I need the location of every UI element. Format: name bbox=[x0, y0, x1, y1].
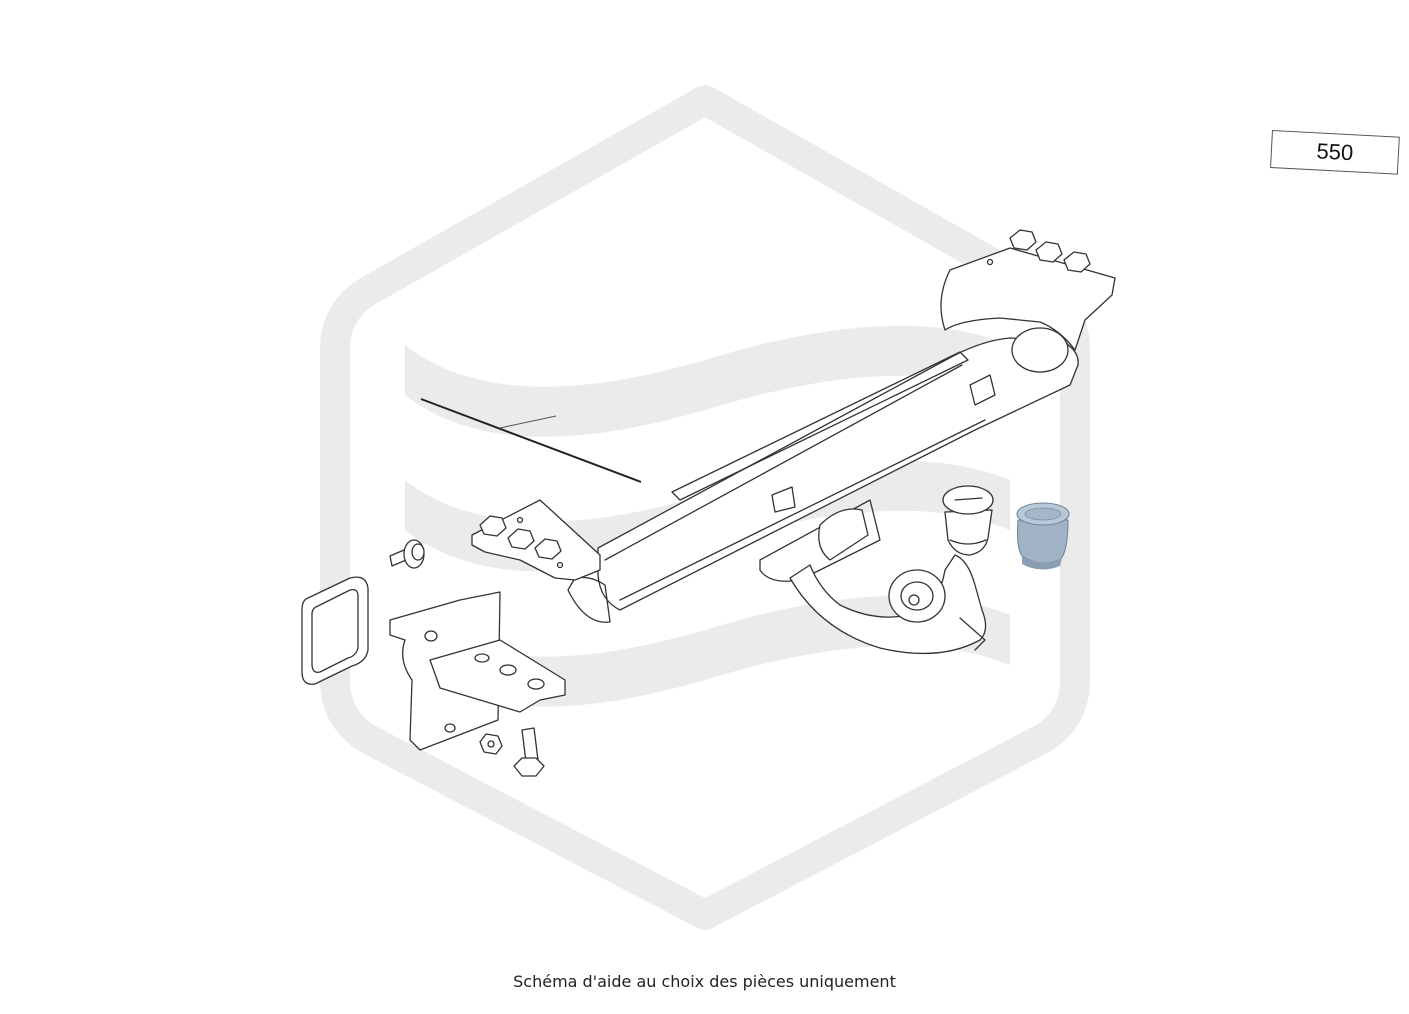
tow-ball-neck[interactable] bbox=[789, 508, 987, 655]
tow-ball[interactable] bbox=[942, 485, 994, 556]
hex-nut[interactable] bbox=[479, 733, 503, 755]
bracket-nut-group-left[interactable] bbox=[479, 515, 562, 560]
tow-bar-cross-beam[interactable] bbox=[567, 327, 1079, 623]
cover-gasket[interactable] bbox=[301, 576, 369, 685]
diagram-caption: Schéma d'aide au choix des pièces unique… bbox=[513, 972, 896, 991]
tow-ball-cap[interactable] bbox=[1016, 502, 1070, 570]
bracket-nut-group-right[interactable] bbox=[1009, 229, 1091, 273]
part-number-label[interactable]: 550 bbox=[1270, 130, 1400, 175]
threaded-stud-bolt[interactable] bbox=[389, 539, 425, 569]
right-mounting-bracket[interactable] bbox=[940, 247, 1116, 351]
flange-bolt[interactable] bbox=[513, 727, 545, 777]
left-mounting-bracket[interactable] bbox=[471, 499, 601, 581]
callout-leader-line bbox=[420, 398, 642, 483]
side-bracket[interactable] bbox=[389, 591, 566, 751]
